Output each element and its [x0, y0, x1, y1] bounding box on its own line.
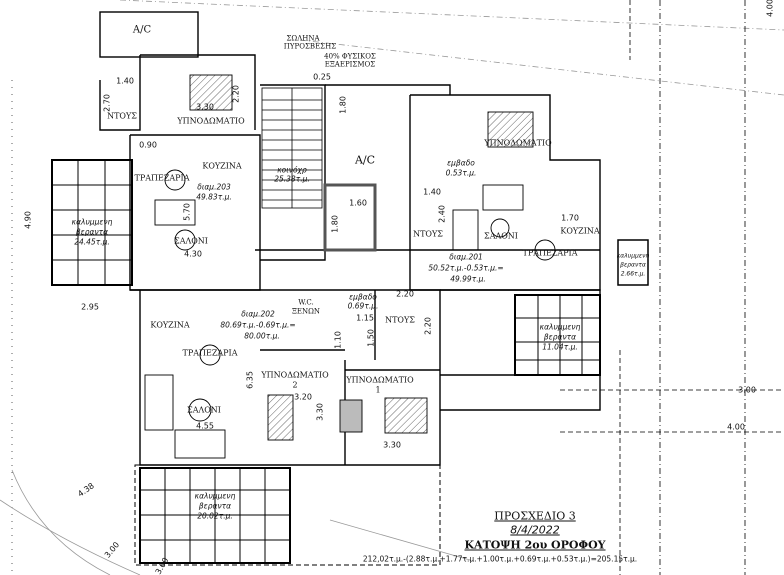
room-label-wc: W.C.: [298, 298, 314, 307]
dimension: 3.30: [196, 102, 214, 112]
area-note: 0.53τ.μ.: [445, 168, 477, 178]
dimension: 1.40: [116, 76, 134, 86]
dimension: 2.40: [437, 205, 447, 223]
common-area-label: κοινόχρ: [277, 165, 307, 175]
room-label-kitchen: ΚΟΥΖΙΝΑ: [202, 161, 242, 171]
stairs: [261, 87, 323, 209]
room-label-kitchen: ΚΟΥΖΙΝΑ: [150, 320, 190, 330]
veranda-label: βεραντα: [198, 501, 232, 511]
room-number: 2: [292, 380, 298, 390]
veranda-label: βεραντα: [620, 261, 646, 269]
dimension: 1.60: [349, 198, 367, 208]
dimension: 3.30: [383, 440, 401, 450]
apartment-id: διαμ.203: [197, 182, 231, 192]
veranda-label: βεραντα: [75, 227, 109, 237]
dimension: 2.20: [423, 317, 433, 335]
veranda-area: 2.66τ.μ.: [620, 270, 646, 278]
dimension: 3.30: [315, 403, 325, 421]
room-label-kitchen: ΚΟΥΖΙΝΑ: [560, 226, 600, 236]
dimension: 0.25: [313, 72, 331, 82]
veranda-area: 20.02τ.μ.: [197, 511, 233, 521]
dimension: 1.80: [330, 215, 340, 233]
dimension: 0.90: [139, 140, 157, 150]
apartment-area: 49.99τ.μ.: [450, 274, 486, 284]
dimension: 3.20: [294, 392, 312, 402]
apartment-area: 80.00τ.μ.: [244, 331, 280, 341]
dimension: 4.90: [23, 211, 33, 229]
dimension: 4.00: [727, 422, 745, 432]
dimension: 2.20: [231, 85, 241, 103]
room-label-wc: ΞΕΝΩΝ: [291, 307, 321, 316]
veranda-label: καλυμμενη: [616, 252, 650, 260]
room-label-shower: ΝΤΟΥΣ: [413, 229, 443, 239]
room-label-shower: ΝΤΟΥΣ: [107, 111, 137, 121]
dimension: 4.30: [184, 249, 202, 259]
room-label-bedroom-2: ΥΠΝΟΔΩΜΑΤΙΟ: [261, 370, 329, 380]
ac-label-center: A/C: [354, 153, 376, 167]
ventilation-note: 40% ΦΥΣΙΚΟΣ: [324, 52, 376, 61]
dimension: 2.20: [396, 289, 414, 299]
common-area-value: 25.38τ.μ.: [274, 174, 310, 184]
veranda-label: καλυμμενη: [71, 217, 113, 227]
dimension: 1.80: [338, 96, 348, 114]
furniture: [144, 74, 556, 459]
room-label-living: ΣΑΛΟΝΙ: [174, 236, 208, 246]
room-label-bedroom: ΥΠΝΟΔΩΜΑΤΙΟ: [177, 116, 245, 126]
ventilation-note: ΕΞΑΕΡΙΣΜΟΣ: [324, 60, 376, 69]
room-label-bedroom-1: ΥΠΝΟΔΩΜΑΤΙΟ: [346, 375, 414, 385]
dimension: 2.95: [81, 302, 99, 312]
area-formula: 212,02τ.μ.-(2.88τ.μ.+1.77τ.μ.+1.00τ.μ.+0…: [362, 554, 638, 564]
room-label-living: ΣΑΛΟΝΙ: [187, 405, 221, 415]
room-label-dining: ΤΡΑΠΕΖΑΡΙΑ: [134, 173, 190, 183]
apartment-area-calc: 80.69τ.μ.-0.69τ.μ.=: [220, 320, 296, 330]
veranda-label: καλυμμενη: [539, 322, 581, 332]
dimension: 5.70: [182, 203, 192, 221]
room-label-bedroom: ΥΠΝΟΔΩΜΑΤΙΟ: [484, 138, 552, 148]
fire-pipe-note: ΣΩΛΗΝΑ: [286, 34, 320, 43]
area-note: εμβαδο: [349, 292, 377, 302]
apartment-area-calc: 50.52τ.μ.-0.53τ.μ.=: [428, 263, 504, 273]
fire-pipe-note: ΠΥΡΟΣΒΕΣΗΣ: [283, 42, 337, 51]
dimension: 4.55: [196, 421, 214, 431]
room-label-dining: ΤΡΑΠΕΖΑΡΙΑ: [522, 248, 578, 258]
area-note: 0.69τ.μ.: [347, 301, 379, 311]
apartment-area: 49.83τ.μ.: [196, 192, 232, 202]
dimension: 1.50: [366, 329, 376, 347]
apartment-id: διαμ.201: [449, 252, 483, 262]
drawing-date: 8/4/2022: [510, 523, 560, 537]
room-label-shower: ΝΤΟΥΣ: [385, 315, 415, 325]
dimension: 3.00: [738, 385, 756, 395]
dimension: 4.00: [765, 0, 775, 17]
area-note: εμβαδο: [447, 158, 475, 168]
veranda-label: καλυμμενη: [194, 491, 236, 501]
room-number: 1: [375, 385, 381, 395]
veranda-area: 24.45τ.μ.: [74, 237, 110, 247]
dimension: 6.35: [245, 371, 255, 389]
veranda-area: 11.04τ.μ.: [542, 342, 578, 352]
dimension: 1.70: [561, 213, 579, 223]
dimension: 1.40: [423, 187, 441, 197]
ac-label-top: A/C: [132, 24, 152, 36]
room-label-living: ΣΑΛΟΝΙ: [484, 231, 518, 241]
room-label-dining: ΤΡΑΠΕΖΑΡΙΑ: [182, 348, 238, 358]
apartment-id: διαμ.202: [241, 309, 275, 319]
drawing-title: ΚΑΤΟΨΗ 2ου ΟΡΟΦΟΥ: [464, 538, 606, 552]
veranda-label: βεραντα: [543, 332, 577, 342]
verandas: [51, 159, 649, 566]
dimension: 2.70: [102, 94, 112, 112]
dimension: 1.15: [356, 313, 374, 323]
drawing-draft-label: ΠΡΟΣΧΕΔΙΟ 3: [494, 509, 576, 523]
dimension: 1.10: [333, 331, 343, 349]
